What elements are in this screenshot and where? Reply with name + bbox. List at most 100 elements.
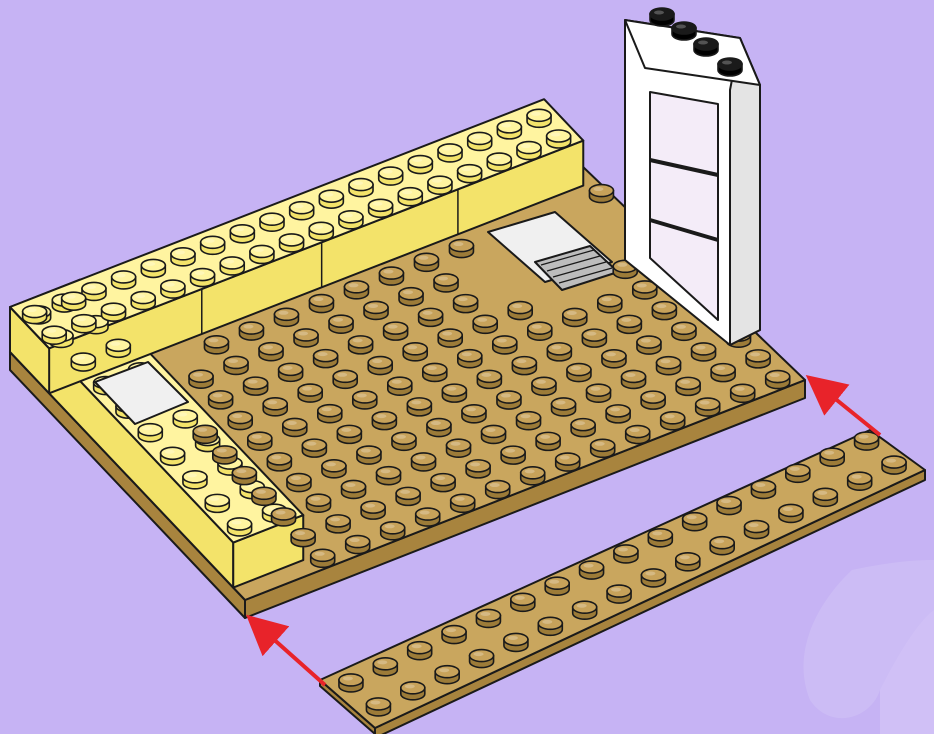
plate-stud: [399, 288, 423, 306]
plate-stud: [294, 329, 318, 347]
plate-stud: [696, 398, 720, 416]
plate-stud: [349, 336, 373, 354]
plate-stud: [591, 439, 615, 457]
plate-stud: [329, 315, 353, 333]
plate-stud: [322, 460, 346, 478]
plate-stud: [602, 350, 626, 368]
new-plate-stud: [504, 633, 528, 651]
wall-stud: [171, 248, 195, 266]
plate-stud: [232, 467, 256, 485]
wall-stud: [161, 280, 185, 298]
wall-stud: [106, 339, 130, 357]
plate-stud: [547, 343, 571, 361]
wall-stud: [131, 292, 155, 310]
plate-stud: [381, 522, 405, 540]
wall-stud: [468, 132, 492, 150]
plate-stud: [213, 446, 237, 464]
new-plate-stud: [820, 448, 844, 466]
wall-stud: [319, 190, 343, 208]
plate-stud: [204, 336, 228, 354]
wall-stud: [201, 236, 225, 254]
new-plate-stud: [717, 497, 741, 515]
new-plate-stud: [408, 642, 432, 660]
plate-stud: [473, 315, 497, 333]
new-plate-stud: [676, 553, 700, 571]
plate-stud: [517, 412, 541, 430]
plate-stud: [438, 329, 462, 347]
plate-stud: [431, 474, 455, 492]
plate-stud: [361, 501, 385, 519]
wall-stud: [230, 225, 254, 243]
wall-stud: [102, 303, 126, 321]
plate-stud: [419, 308, 443, 326]
wall-stud: [369, 199, 393, 217]
plate-stud: [314, 350, 338, 368]
plate-stud: [193, 425, 217, 443]
new-plate-stud: [545, 577, 569, 595]
new-plate-stud: [373, 658, 397, 676]
plate-stud: [263, 398, 287, 416]
wall-stud: [309, 222, 333, 240]
plate-stud: [318, 405, 342, 423]
plate-stud: [342, 480, 366, 498]
wall-stud: [173, 410, 197, 428]
plate-stud: [272, 508, 296, 526]
plate-stud: [552, 398, 576, 416]
plate-stud: [606, 405, 630, 423]
new-plate-stud: [573, 601, 597, 619]
new-plate-stud: [470, 650, 494, 668]
plate-stud: [458, 350, 482, 368]
wall-stud: [260, 213, 284, 231]
plate-stud: [307, 494, 331, 512]
plate-stud: [447, 439, 471, 457]
plate-stud: [353, 391, 377, 409]
plate-stud: [298, 384, 322, 402]
wall-stud: [62, 292, 86, 310]
new-plate-stud: [683, 513, 707, 531]
wall-stud: [408, 156, 432, 174]
plate-stud: [454, 295, 478, 313]
plate-stud: [423, 363, 447, 381]
plate-stud: [372, 412, 396, 430]
plate-stud: [512, 357, 536, 375]
plate-stud: [508, 302, 532, 320]
new-plate-stud: [511, 593, 535, 611]
plate-stud: [267, 453, 291, 471]
wall-stud: [141, 259, 165, 277]
wall-stud: [428, 176, 452, 194]
plate-stud: [567, 364, 591, 382]
plate-stud: [434, 274, 458, 292]
new-plate-stud: [401, 682, 425, 700]
new-plate-stud: [848, 472, 872, 490]
plate-stud: [396, 487, 420, 505]
plate-stud: [521, 467, 545, 485]
new-plate-stud: [580, 561, 604, 579]
wall-stud: [497, 121, 521, 139]
wall-stud: [290, 202, 314, 220]
plate-stud: [589, 185, 613, 203]
plate-stud: [412, 453, 436, 471]
butterfly-watermark: [804, 560, 934, 734]
new-plate-stud: [745, 521, 769, 539]
plate-stud: [766, 371, 790, 389]
wall-stud: [228, 518, 252, 536]
wall-stud: [527, 109, 551, 127]
plate-stud: [486, 481, 510, 499]
wall-stud: [42, 326, 66, 344]
wall-stud: [398, 188, 422, 206]
plate-stud: [379, 267, 403, 285]
plate-stud: [291, 529, 315, 547]
plate-stud: [442, 384, 466, 402]
plate-stud: [252, 487, 276, 505]
new-plate-stud: [786, 464, 810, 482]
new-plate-stud: [442, 626, 466, 644]
plate-stud: [403, 343, 427, 361]
wall-stud: [250, 245, 274, 263]
plate-stud: [333, 370, 357, 388]
plate-stud: [414, 253, 438, 271]
door-top-stud: [718, 58, 742, 76]
plate-stud: [346, 536, 370, 554]
new-plate-stud: [882, 456, 906, 474]
